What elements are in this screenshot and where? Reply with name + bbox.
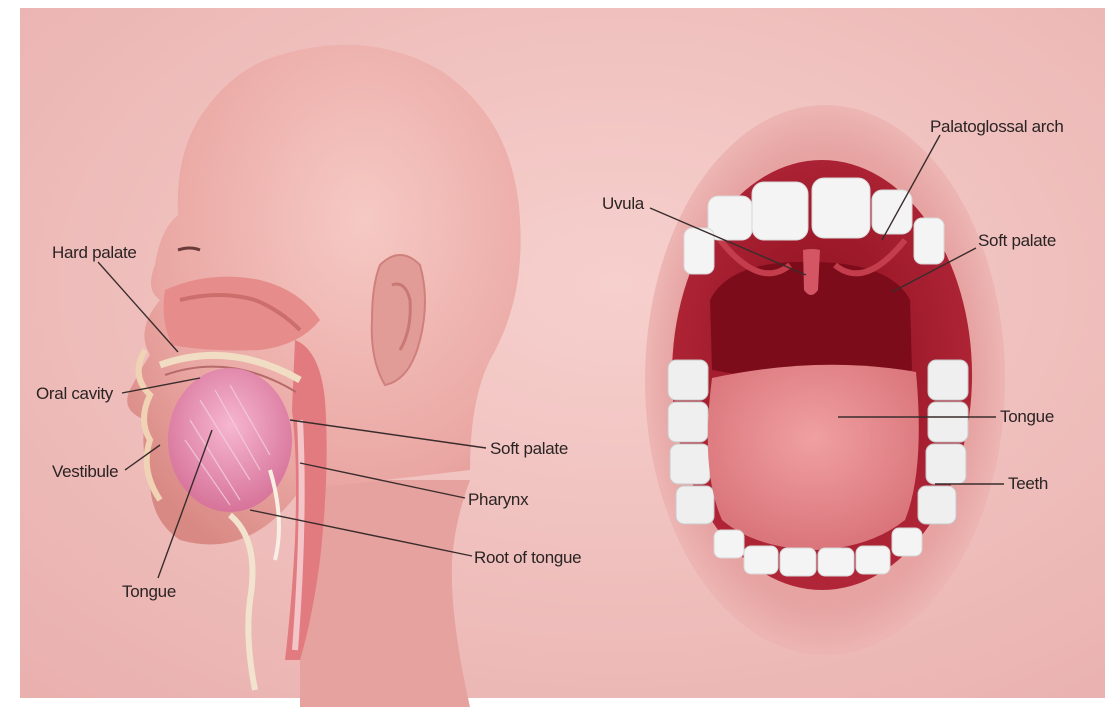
label-tongue-frontal: Tongue [1000, 407, 1054, 426]
uvula [803, 249, 820, 295]
label-vestibule: Vestibule [52, 462, 118, 481]
label-palatoglossal-arch: Palatoglossal arch [930, 117, 1064, 136]
label-pharynx: Pharynx [468, 490, 529, 509]
label-soft-palate-sagittal: Soft palate [490, 439, 568, 458]
open-mouth-illustration [645, 105, 1005, 655]
label-oral-cavity: Oral cavity [36, 384, 114, 403]
label-tongue-sagittal: Tongue [122, 582, 176, 601]
label-root-of-tongue: Root of tongue [474, 548, 581, 567]
label-hard-palate: Hard palate [52, 243, 137, 262]
label-uvula: Uvula [602, 194, 645, 213]
frontal-tongue [708, 365, 919, 550]
label-teeth: Teeth [1008, 474, 1048, 493]
label-soft-palate-frontal: Soft palate [978, 231, 1056, 250]
